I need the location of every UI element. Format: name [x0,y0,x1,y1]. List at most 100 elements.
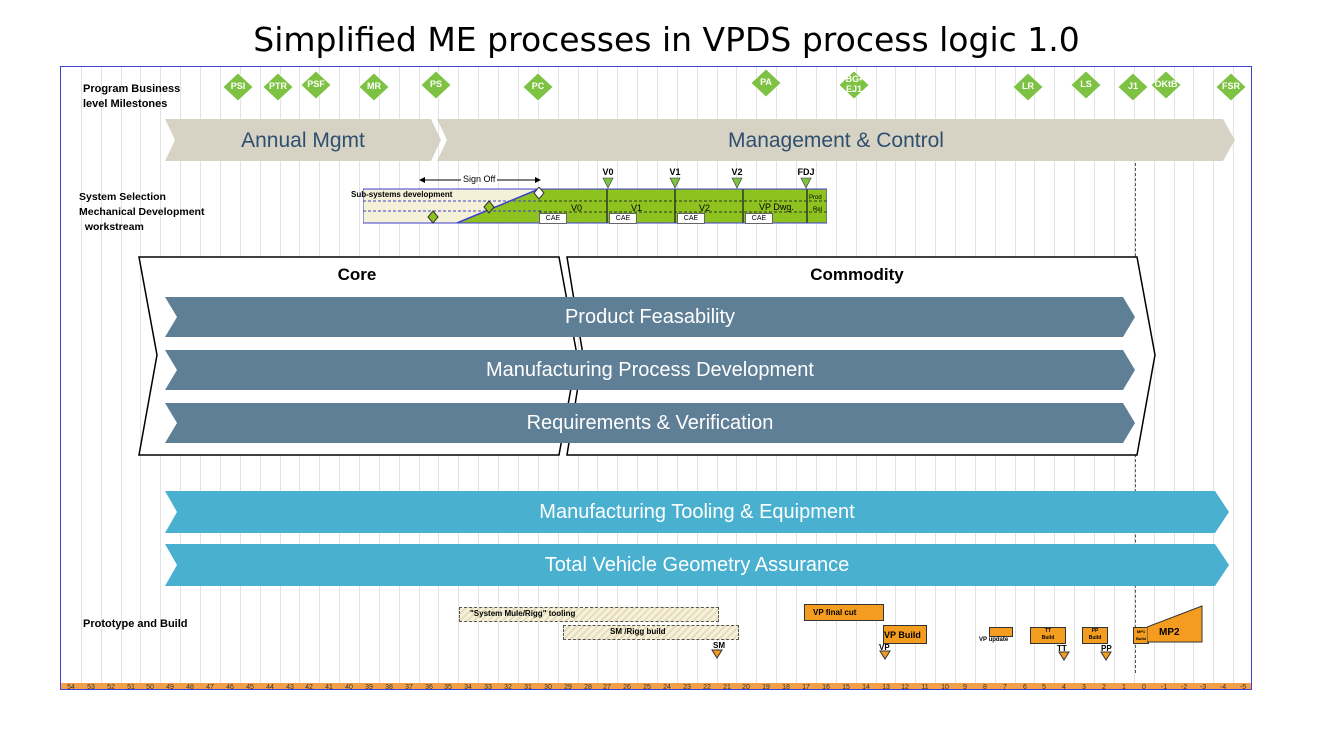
milestone-label: PSI [230,81,246,91]
week-tick: 43 [286,684,294,690]
week-tick: 23 [683,684,691,690]
week-tick: 1 [1122,684,1126,690]
milestone-lr: LR [1013,73,1043,101]
row-label-prototype: Prototype and Build [83,618,188,630]
week-tick: 27 [603,684,611,690]
week-tick: -5 [1239,684,1247,690]
chevron-requirements: Requirements & Verification [165,403,1135,443]
week-tick: 48 [186,684,194,690]
pp-build-box: PP Build [1082,627,1108,644]
week-tick: 40 [345,684,353,690]
week-tick: -2 [1180,684,1188,690]
cae-box-2: CAE [609,213,637,224]
chevron-annual-mgmt-label: Annual Mgmt [241,129,365,152]
week-tick: 44 [266,684,274,690]
tt-label: TT [1057,644,1067,653]
milestone-label: PS [429,79,442,89]
week-tick: 24 [663,684,671,690]
chevron-tvga-label: Total Vehicle Geometry Assurance [544,554,850,576]
vp-label: VP [879,643,890,652]
gate-v2: V2 [725,167,749,191]
milestone-label: LS [1080,79,1092,89]
week-tick: -4 [1219,684,1227,690]
week-tick: 7 [1003,684,1007,690]
week-tick: 15 [842,684,850,690]
gate-label: V0 [602,167,614,177]
week-tick: 9 [963,684,967,690]
milestone-oktb: OKtB [1151,71,1181,99]
ws-v1: V1 [631,203,643,213]
week-tick: 33 [484,684,492,690]
grid-line [1233,67,1234,689]
sm-build-label: SM /Rigg build [610,627,666,636]
workstream-area: Sub-systems development V0 V1 V2 VP Dwg.… [351,187,827,225]
week-tick: 37 [405,684,413,690]
week-tick: 39 [365,684,373,690]
chevron-tooling-label: Manufacturing Tooling & Equipment [539,501,855,523]
milestone-label: OKtB [1154,79,1178,89]
week-tick: 35 [444,684,452,690]
week-tick: 17 [802,684,810,690]
week-tick: 12 [901,684,909,690]
week-tick: 34 [464,684,472,690]
milestone-ls: LS [1071,71,1101,99]
milestone-label: BG• EJ1 [845,74,863,94]
grid-line [121,67,122,689]
ws-v2: V2 [699,203,711,213]
week-tick: 53 [87,684,95,690]
week-tick: 20 [742,684,750,690]
week-tick: 0 [1142,684,1146,690]
cae-box-3: CAE [677,213,705,224]
milestone-fsr: FSR [1216,73,1246,101]
pp-build-label: PP Build [1088,628,1102,641]
grid-line [1154,67,1155,689]
mp1-build-label: MP1 Build [1136,629,1146,641]
milestone-label: PSF [307,79,325,89]
milestone-j1: J1 [1118,73,1148,101]
chevron-mpd-label: Manufacturing Process Development [486,359,814,381]
week-tick: 54 [67,684,75,690]
milestone-label: PTR [269,81,287,91]
milestone-psi: PSI [223,73,253,101]
week-tick: 13 [882,684,890,690]
week-tick: 50 [146,684,154,690]
gate-v0: V0 [596,167,620,191]
chevron-requirements-label: Requirements & Verification [526,412,774,434]
milestone-label: PC [531,81,545,91]
week-tick: 45 [246,684,254,690]
ws-prod: Prod [809,195,822,201]
week-tick: 52 [107,684,115,690]
week-tick: 3 [1082,684,1086,690]
week-tick: 47 [206,684,214,690]
sign-off-arrow: Sign Off [419,173,541,187]
timeline-frame: Program Business level Milestones System… [60,66,1252,690]
week-tick: 22 [703,684,711,690]
chevron-annual-mgmt: Annual Mgmt [165,119,441,161]
sign-off-label: Sign Off [461,174,498,184]
milestone-psf: PSF [301,71,331,99]
week-tick: 14 [862,684,870,690]
week-tick: 16 [822,684,830,690]
week-tick: 25 [643,684,651,690]
chevron-product-feasibility-label: Product Feasability [564,306,736,328]
ws-vp-dwg: VP Dwg. [759,202,794,212]
week-tick: 42 [305,684,313,690]
row-label-selection: System Selection Mechanical Development … [79,191,205,233]
grid-line [1213,67,1214,689]
page-title: Simplified ME processes in VPDS process … [253,20,1080,59]
milestone-label: FSR [1222,81,1240,91]
week-tick: 41 [325,684,333,690]
week-tick: 46 [226,684,234,690]
cae-box-1: CAE [539,213,567,224]
mp2-shape: MP2 [1146,605,1203,643]
week-tick: 51 [127,684,135,690]
vp-update-label: VP update [979,637,1009,643]
chevron-tooling: Manufacturing Tooling & Equipment [165,491,1229,533]
sm-label: SM [713,641,725,650]
milestone-label: LR [1022,81,1034,91]
week-tick: 31 [524,684,532,690]
milestone-ps: PS [421,71,451,99]
milestone-mr: MR [359,73,389,101]
chevron-product-feasibility: Product Feasability [165,297,1135,337]
grid-line [101,67,102,689]
